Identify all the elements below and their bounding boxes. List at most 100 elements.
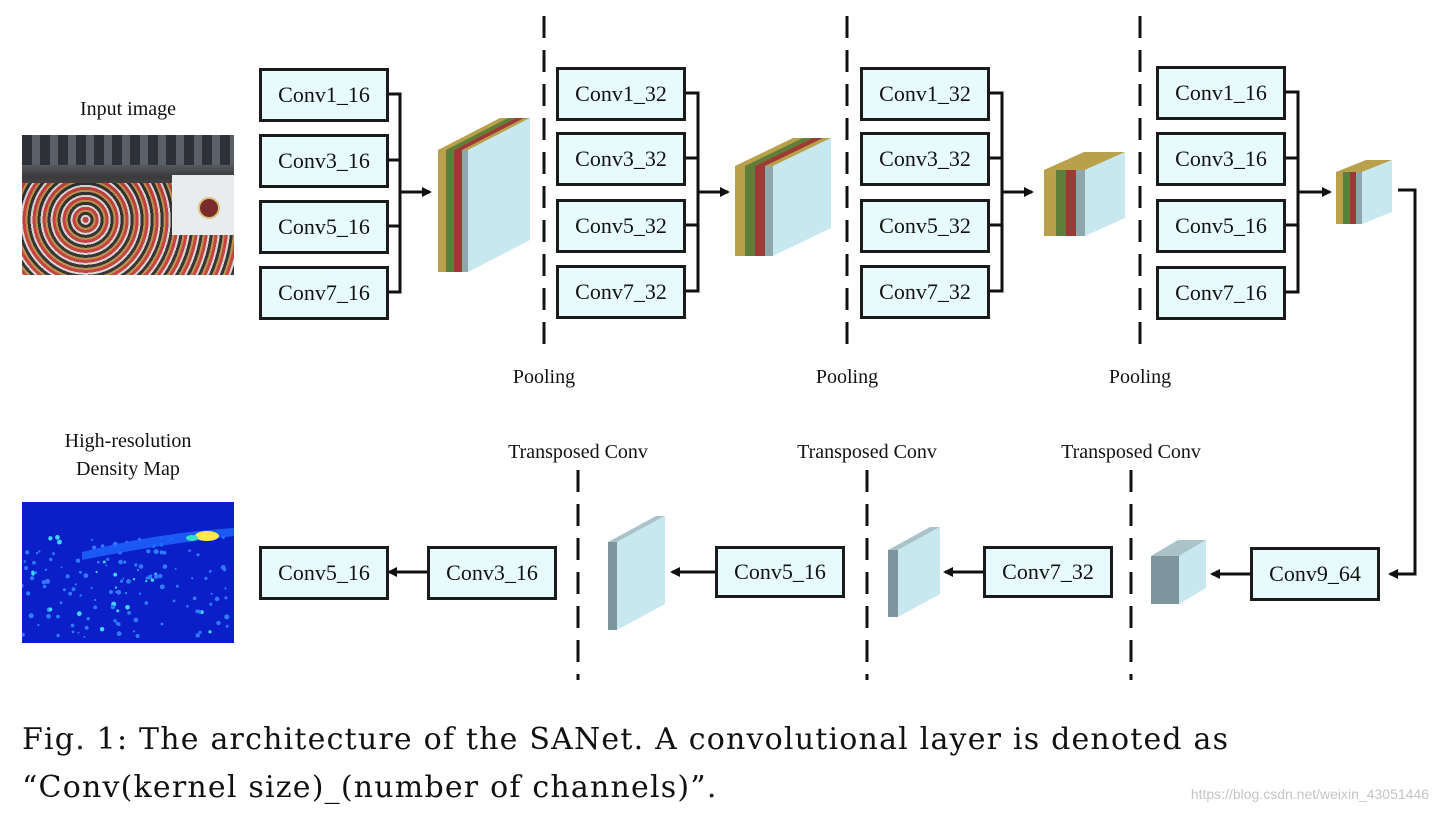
density-dot — [108, 589, 113, 595]
density-dot — [116, 609, 120, 613]
density-dot — [84, 625, 89, 630]
stage1-conv3-box: Conv3_16 — [259, 134, 389, 188]
density-dot — [28, 613, 34, 619]
density-dot — [99, 627, 105, 632]
density-dot — [92, 545, 97, 550]
density-dot — [209, 602, 213, 606]
density-dot — [135, 634, 140, 638]
density-dot — [116, 589, 122, 595]
density-map-label-line1: High-resolution — [64, 430, 192, 452]
density-dot — [26, 591, 31, 596]
stage4-conv5-box: Conv5_16 — [1156, 199, 1286, 253]
density-dot — [79, 570, 82, 574]
density-dot — [145, 580, 148, 583]
density-dot — [198, 630, 202, 634]
density-dot — [30, 576, 35, 581]
density-dot — [114, 590, 117, 593]
density-dot — [154, 574, 159, 579]
stage3-conv7-box: Conv7_32 — [860, 265, 990, 319]
encoder-to-decoder-line — [1388, 188, 1417, 579]
density-dot — [191, 577, 194, 580]
density-dot — [91, 538, 94, 541]
pooling-label-3: Pooling — [1108, 366, 1172, 388]
density-dot — [34, 571, 37, 574]
pooling-label-2: Pooling — [815, 366, 879, 388]
density-dot — [76, 611, 82, 617]
stage4-merge-lines — [1284, 90, 1332, 294]
density-dot — [124, 591, 128, 595]
density-dot — [75, 558, 81, 563]
density-dot — [119, 579, 124, 583]
density-dot — [159, 550, 164, 555]
density-dot — [97, 560, 100, 564]
stage3-conv1-box: Conv1_32 — [860, 67, 990, 121]
density-dot — [214, 596, 220, 602]
density-dot — [56, 539, 59, 542]
stage1-conv5-box: Conv5_16 — [259, 200, 389, 254]
density-dot — [70, 623, 75, 628]
decoder-output-box: Conv5_16 — [259, 546, 389, 600]
density-dot — [197, 609, 202, 614]
figure-caption-line1: Fig. 1: The architecture of the SANet. A… — [22, 722, 1230, 757]
density-dot — [204, 576, 208, 580]
density-dot — [208, 630, 212, 634]
density-dot — [220, 565, 226, 570]
density-dot — [224, 587, 227, 590]
density-dot — [48, 536, 53, 541]
density-dot — [175, 584, 179, 588]
density-dot — [122, 577, 125, 580]
density-dot — [65, 574, 70, 579]
density-dot — [44, 568, 48, 571]
stage2-conv3-box: Conv3_32 — [556, 132, 686, 186]
density-dot — [153, 549, 159, 555]
density-dot — [37, 624, 40, 627]
stage1-conv7-box: Conv7_16 — [259, 266, 389, 320]
watermark: https://blog.csdn.net/weixin_43051446 — [1190, 786, 1429, 802]
density-dot — [150, 578, 155, 582]
decoder-conv7-box: Conv7_32 — [983, 546, 1113, 598]
density-dot — [60, 566, 63, 569]
density-dot — [74, 583, 77, 586]
input-image-label: Input image — [79, 98, 177, 120]
stage4-conv7-box: Conv7_16 — [1156, 266, 1286, 320]
stage4-conv1-box: Conv1_16 — [1156, 66, 1286, 120]
density-dot — [150, 574, 153, 577]
feature-map-stage2 — [735, 138, 831, 256]
density-dot — [49, 557, 53, 562]
feature-map-stage4 — [1336, 160, 1392, 224]
density-dot — [52, 552, 55, 556]
stage3-conv5-box: Conv5_32 — [860, 199, 990, 253]
density-dot — [225, 624, 229, 628]
stage2-conv5-box: Conv5_32 — [556, 199, 686, 253]
decoder-conv5-box: Conv5_16 — [715, 546, 845, 598]
stage4-conv3-box: Conv3_16 — [1156, 132, 1286, 186]
density-dot — [144, 601, 149, 605]
density-dot — [95, 570, 98, 574]
pooling-label-1: Pooling — [512, 366, 576, 388]
density-dot — [174, 568, 177, 570]
density-dot — [224, 614, 230, 620]
density-dot — [56, 633, 60, 638]
density-dot — [32, 560, 36, 565]
density-dot — [59, 601, 63, 605]
density-dot — [45, 578, 51, 584]
density-dot — [94, 598, 97, 602]
decoder-feature-slab-1 — [888, 527, 940, 617]
density-dot — [77, 631, 80, 634]
density-dot — [83, 573, 89, 578]
density-dot — [102, 560, 106, 564]
density-dot — [208, 570, 212, 573]
density-dot — [90, 586, 93, 590]
decoder-conv3-box: Conv3_16 — [427, 546, 557, 600]
density-dot — [114, 586, 118, 589]
density-dot — [158, 573, 163, 579]
density-dot — [23, 560, 26, 563]
density-dot — [56, 614, 60, 619]
density-dot — [71, 587, 76, 592]
density-dot — [224, 596, 228, 600]
density-dot — [41, 580, 47, 585]
density-dot — [113, 572, 118, 577]
density-dot — [35, 551, 39, 555]
density-dot — [186, 605, 189, 608]
stage3-conv3-box: Conv3_32 — [860, 132, 990, 186]
